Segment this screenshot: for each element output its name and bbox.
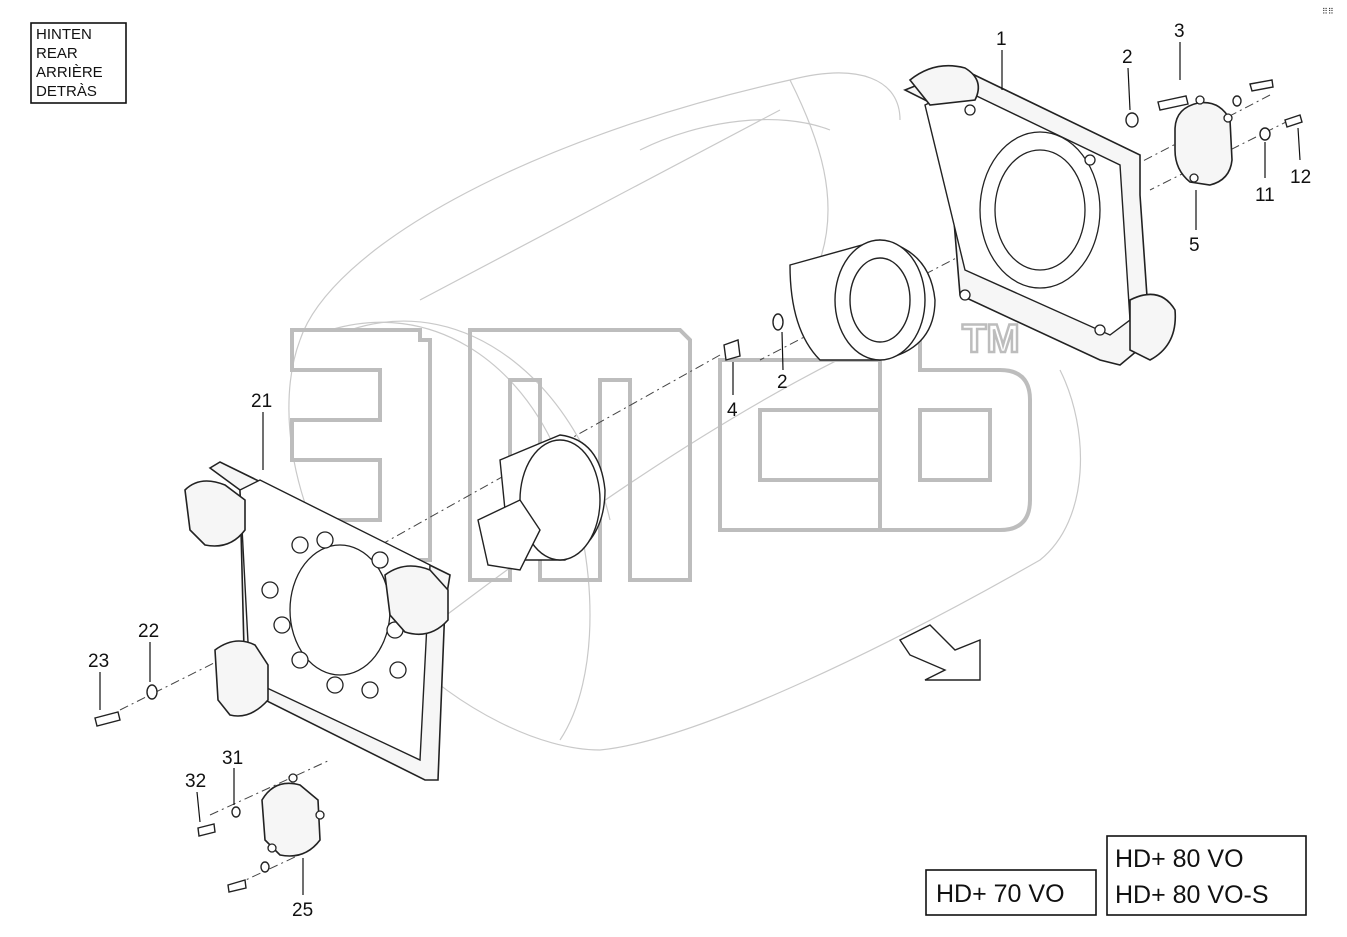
label-part-5: 5 [1189,235,1200,256]
drum-motor-hub [477,239,936,571]
label-part-11: 11 [1255,185,1275,206]
label-part-21: 21 [251,391,272,412]
label-part-23: 23 [88,651,109,672]
hardware-left [94,684,270,893]
part-25-cover [261,773,325,857]
label-part-3: 3 [1174,21,1185,42]
model-hd80-vo: HD+ 80 VO [1115,845,1244,873]
label-part-2-upper: 2 [1122,47,1133,68]
model-hd70-vo: HD+ 70 VO [936,880,1065,908]
label-part-1: 1 [996,29,1007,50]
svg-text:⠿⠿: ⠿⠿ [1322,7,1334,16]
label-part-25: 25 [292,900,313,921]
direction-line-en: REAR [36,45,78,62]
watermark-logo: TM [290,316,1032,582]
hardware-right [723,79,1303,361]
label-part-32: 32 [185,771,206,792]
part-5-cover [1174,95,1233,186]
label-part-2-lower: 2 [777,372,788,393]
direction-label-box: HINTEN REAR ARRIÈRE DETRÀS [30,22,127,104]
direction-line-fr: ARRIÈRE [36,64,103,81]
model-box-80: HD+ 80 VO HD+ 80 VO-S [1106,835,1307,916]
model-hd80-vo-s: HD+ 80 VO-S [1115,881,1269,909]
part-number-labels: 1 2 3 11 12 5 4 2 21 22 23 31 32 25 [88,21,1311,921]
direction-arrow-icon [898,624,981,681]
part-21-frame [184,461,451,781]
label-part-31: 31 [222,748,243,769]
watermark-trademark: TM [962,317,1020,361]
label-part-22: 22 [138,621,159,642]
label-part-12: 12 [1290,167,1311,188]
label-part-4: 4 [727,400,738,421]
direction-line-de: HINTEN [36,26,92,43]
corner-mark: ⠿⠿ [1322,7,1334,16]
leader-lines [99,42,1301,895]
direction-line-es: DETRÀS [36,83,97,100]
model-box-70: HD+ 70 VO [925,869,1097,916]
part-1-frame [903,64,1177,366]
